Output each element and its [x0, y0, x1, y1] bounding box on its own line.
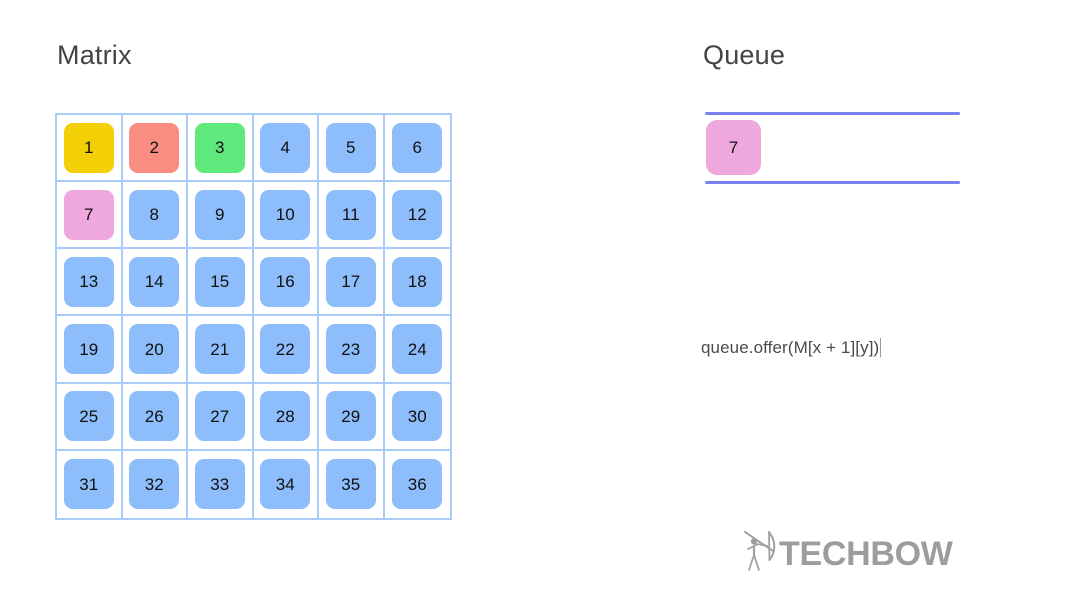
- matrix-cell[interactable]: 15: [188, 249, 254, 317]
- matrix-cell-tile: 8: [129, 189, 180, 240]
- matrix-cell-tile: 9: [194, 189, 245, 240]
- code-statement-text: queue.offer(M[x + 1][y]): [701, 338, 880, 357]
- matrix-cell[interactable]: 5: [319, 115, 385, 183]
- matrix-cell[interactable]: 7: [57, 182, 123, 250]
- matrix-cell[interactable]: 3: [188, 115, 254, 183]
- matrix-cell[interactable]: 11: [319, 182, 385, 250]
- matrix-cell[interactable]: 16: [253, 249, 319, 317]
- queue-items: 7: [706, 120, 761, 175]
- logo-wordmark: TECHBOW: [779, 534, 953, 573]
- matrix-cell[interactable]: 2: [122, 115, 188, 183]
- matrix-cell[interactable]: 36: [385, 451, 451, 518]
- matrix-cell[interactable]: 28: [253, 383, 319, 451]
- matrix-cell-tile: 21: [194, 324, 245, 375]
- matrix-section-title: Matrix: [57, 40, 132, 70]
- matrix-cell-tile: 31: [63, 459, 114, 510]
- matrix-cell-tile: 30: [392, 391, 443, 442]
- matrix-cell[interactable]: 8: [122, 182, 188, 250]
- matrix-cell[interactable]: 32: [123, 450, 188, 518]
- matrix-cell[interactable]: 6: [384, 115, 450, 183]
- matrix-cell[interactable]: 25: [57, 383, 123, 451]
- matrix-cell-tile: 20: [129, 324, 180, 375]
- text-caret: [880, 338, 882, 357]
- matrix-cell[interactable]: 24: [384, 316, 450, 384]
- matrix-cell-tile: 22: [260, 324, 311, 375]
- matrix-cell-tile: 4: [260, 122, 311, 173]
- matrix-cell-tile: 18: [392, 256, 443, 307]
- matrix-cell[interactable]: 30: [384, 384, 450, 451]
- matrix-cell-tile: 19: [63, 324, 114, 375]
- matrix-cell[interactable]: 19: [57, 316, 123, 384]
- matrix-cell-tile: 34: [260, 459, 311, 510]
- matrix-cell-tile: 7: [63, 189, 114, 240]
- matrix-cell-tile: 33: [194, 459, 245, 510]
- matrix-cell-tile: 16: [260, 256, 311, 307]
- matrix-cell-tile: 14: [129, 256, 180, 307]
- matrix-cell-tile: 29: [325, 391, 376, 442]
- matrix-cell[interactable]: 18: [384, 249, 450, 317]
- queue-rail-bottom: [705, 181, 960, 184]
- matrix-cell[interactable]: 35: [319, 450, 385, 518]
- matrix-cell[interactable]: 27: [188, 383, 254, 451]
- queue-item[interactable]: 7: [706, 120, 761, 175]
- code-statement: queue.offer(M[x + 1][y]): [701, 338, 882, 358]
- matrix-cell-tile: 36: [392, 459, 443, 510]
- matrix-cell-tile: 32: [129, 459, 180, 510]
- matrix-cell[interactable]: 14: [122, 249, 188, 317]
- matrix-cell-tile: 24: [392, 324, 443, 375]
- matrix-cell[interactable]: 29: [319, 383, 385, 451]
- matrix-cell-tile: 6: [392, 122, 443, 173]
- matrix-cell-tile: 15: [194, 256, 245, 307]
- matrix-cell-tile: 27: [194, 391, 245, 442]
- matrix-cell[interactable]: 1: [57, 115, 123, 183]
- matrix-cell[interactable]: 22: [253, 316, 319, 384]
- matrix-cell[interactable]: 21: [188, 316, 254, 384]
- matrix-cell-tile: 3: [194, 122, 245, 173]
- matrix-cell-tile: 35: [325, 459, 376, 510]
- queue-section-title: Queue: [703, 40, 786, 70]
- matrix-cell[interactable]: 26: [122, 383, 188, 451]
- matrix-cell[interactable]: 13: [57, 249, 123, 317]
- techbow-logo: TECHBOW: [738, 529, 953, 578]
- matrix-cell-tile: 10: [260, 189, 311, 240]
- matrix-cell[interactable]: 34: [254, 450, 319, 518]
- matrix-cell-tile: 23: [325, 324, 376, 375]
- matrix-cell-tile: 17: [325, 256, 376, 307]
- matrix-cell[interactable]: 4: [253, 115, 319, 183]
- matrix-cell-tile: 25: [63, 391, 114, 442]
- matrix-cell[interactable]: 12: [384, 182, 450, 250]
- matrix-cell-tile: 2: [129, 122, 180, 173]
- matrix-cell[interactable]: 20: [122, 316, 188, 384]
- matrix-cell-tile: 11: [325, 189, 376, 240]
- matrix-cell[interactable]: 31: [57, 450, 123, 518]
- matrix-cell-tile: 1: [63, 122, 114, 173]
- matrix-cell[interactable]: 10: [253, 182, 319, 250]
- matrix-cell-tile: 13: [63, 256, 114, 307]
- matrix-cell[interactable]: 9: [188, 182, 254, 250]
- matrix-cell[interactable]: 17: [319, 249, 385, 317]
- matrix-cell[interactable]: 23: [319, 316, 385, 384]
- matrix-cell[interactable]: 33: [188, 450, 254, 518]
- matrix-cell-tile: 12: [392, 189, 443, 240]
- queue-rail-top: [705, 112, 960, 115]
- matrix-cell-tile: 5: [325, 122, 376, 173]
- matrix-cell-tile: 26: [129, 391, 180, 442]
- queue-track: 7: [705, 112, 960, 184]
- matrix-cell-tile: 28: [260, 391, 311, 442]
- archer-bow-icon: [738, 529, 778, 578]
